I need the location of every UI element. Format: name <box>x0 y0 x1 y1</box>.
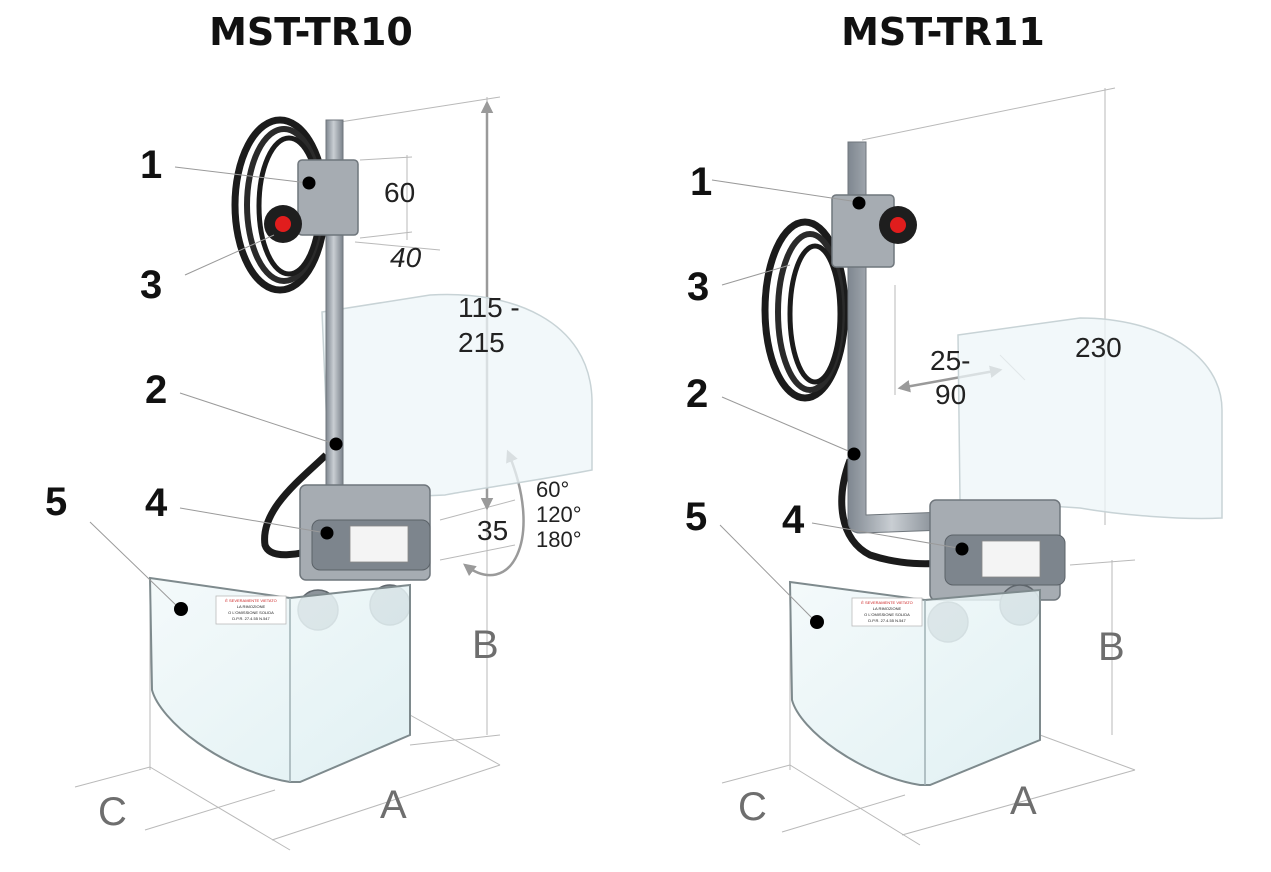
svg-text:LA RIMOZIONE: LA RIMOZIONE <box>237 604 266 609</box>
l-rod-tr11 <box>847 141 946 534</box>
callout-4-tr11: 4 <box>782 498 805 542</box>
dim-height-tr11: 230 <box>1075 332 1122 363</box>
svg-text:È SEVERAMENTE VIETATO: È SEVERAMENTE VIETATO <box>861 600 913 605</box>
dim-height-range-line1: 115 - <box>458 292 520 323</box>
warning-label-tr11: È SEVERAMENTE VIETATO LA RIMOZIONE O L'O… <box>851 597 923 627</box>
callout-1-tr10: 1 <box>140 143 162 187</box>
axis-letter-b-tr11: B <box>1098 625 1125 669</box>
cable-coil-tr11 <box>761 218 949 568</box>
callout-1-tr11: 1 <box>690 160 712 204</box>
leaders-tr11 <box>711 179 969 629</box>
upper-shield-tr11 <box>957 317 1223 520</box>
red-knob-icon-tr11 <box>879 206 917 244</box>
dim-rotation-60: 60° <box>536 477 569 502</box>
svg-text:LA RIMOZIONE: LA RIMOZIONE <box>873 606 902 611</box>
axis-letter-a-tr10: A <box>380 783 407 827</box>
callout-5-tr10: 5 <box>45 480 67 524</box>
axis-letter-b-tr10: B <box>472 623 499 667</box>
svg-text:D.P.R. 27.4.55 N.547: D.P.R. 27.4.55 N.547 <box>868 618 906 623</box>
warning-label-tr10: È SEVERAMENTE VIETATO LA RIMOZIONE O L'O… <box>215 595 287 625</box>
callout-3-tr10: 3 <box>140 263 162 307</box>
product-mst-tr11: È SEVERAMENTE VIETATO LA RIMOZIONE O L'O… <box>685 87 1223 846</box>
axis-letter-c-tr10: C <box>98 790 127 834</box>
upper-shield-tr10 <box>321 293 593 501</box>
title-mst-tr10: MST-TR10 <box>209 10 413 54</box>
callout-2-tr10: 2 <box>145 368 167 412</box>
callout-2-tr11: 2 <box>686 372 708 416</box>
svg-text:O L'OMISSIONE SOLIDA: O L'OMISSIONE SOLIDA <box>864 612 910 617</box>
dim-rotation-120: 120° <box>536 502 582 527</box>
dim-height-range-line2: 215 <box>458 327 505 358</box>
dim-clamp-depth: 40 <box>390 242 422 273</box>
callout-4-tr10: 4 <box>145 481 168 525</box>
dim-rotation-180: 180° <box>536 527 582 552</box>
lower-shield-tr10 <box>148 576 411 783</box>
title-mst-tr11: MST-TR11 <box>841 10 1045 54</box>
axis-letter-c-tr11: C <box>738 785 767 829</box>
product-mst-tr10: È SEVERAMENTE VIETATO LA RIMOZIONE O L'O… <box>45 96 593 851</box>
red-knob-icon-tr10 <box>264 205 302 243</box>
callout-3-tr11: 3 <box>687 265 709 309</box>
dim-reach-line1: 25- <box>930 345 970 376</box>
leaders-tr10 <box>89 166 343 616</box>
svg-text:È SEVERAMENTE VIETATO: È SEVERAMENTE VIETATO <box>225 598 277 603</box>
dim-reach-line2: 90 <box>935 379 966 410</box>
dim-offset: 35 <box>477 515 508 546</box>
callout-5-tr11: 5 <box>685 495 707 539</box>
dim-clamp-height: 60 <box>384 177 415 208</box>
axis-letter-a-tr11: A <box>1010 779 1037 823</box>
svg-text:O L'OMISSIONE SOLIDA: O L'OMISSIONE SOLIDA <box>228 610 274 615</box>
svg-text:D.P.R. 27.4.55 N.547: D.P.R. 27.4.55 N.547 <box>232 616 270 621</box>
lower-shield-tr11 <box>788 580 1041 786</box>
top-clamp-tr10 <box>297 159 359 236</box>
